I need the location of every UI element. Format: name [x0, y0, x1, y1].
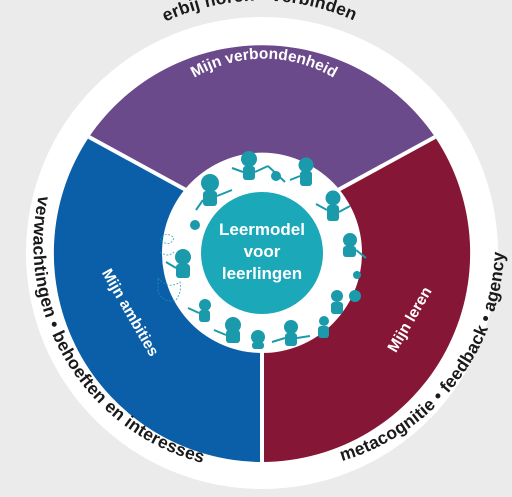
center-title-line-1: Leermodel	[219, 220, 305, 239]
segment-dividers	[88, 135, 436, 462]
segment-left	[53, 137, 263, 462]
children-figures	[157, 151, 367, 349]
segment-top	[89, 45, 435, 190]
center-circle	[201, 192, 323, 314]
segment-right	[262, 137, 471, 462]
center-title-line-3: leerlingen	[222, 264, 302, 283]
center-title-line-2: voor	[244, 242, 281, 261]
